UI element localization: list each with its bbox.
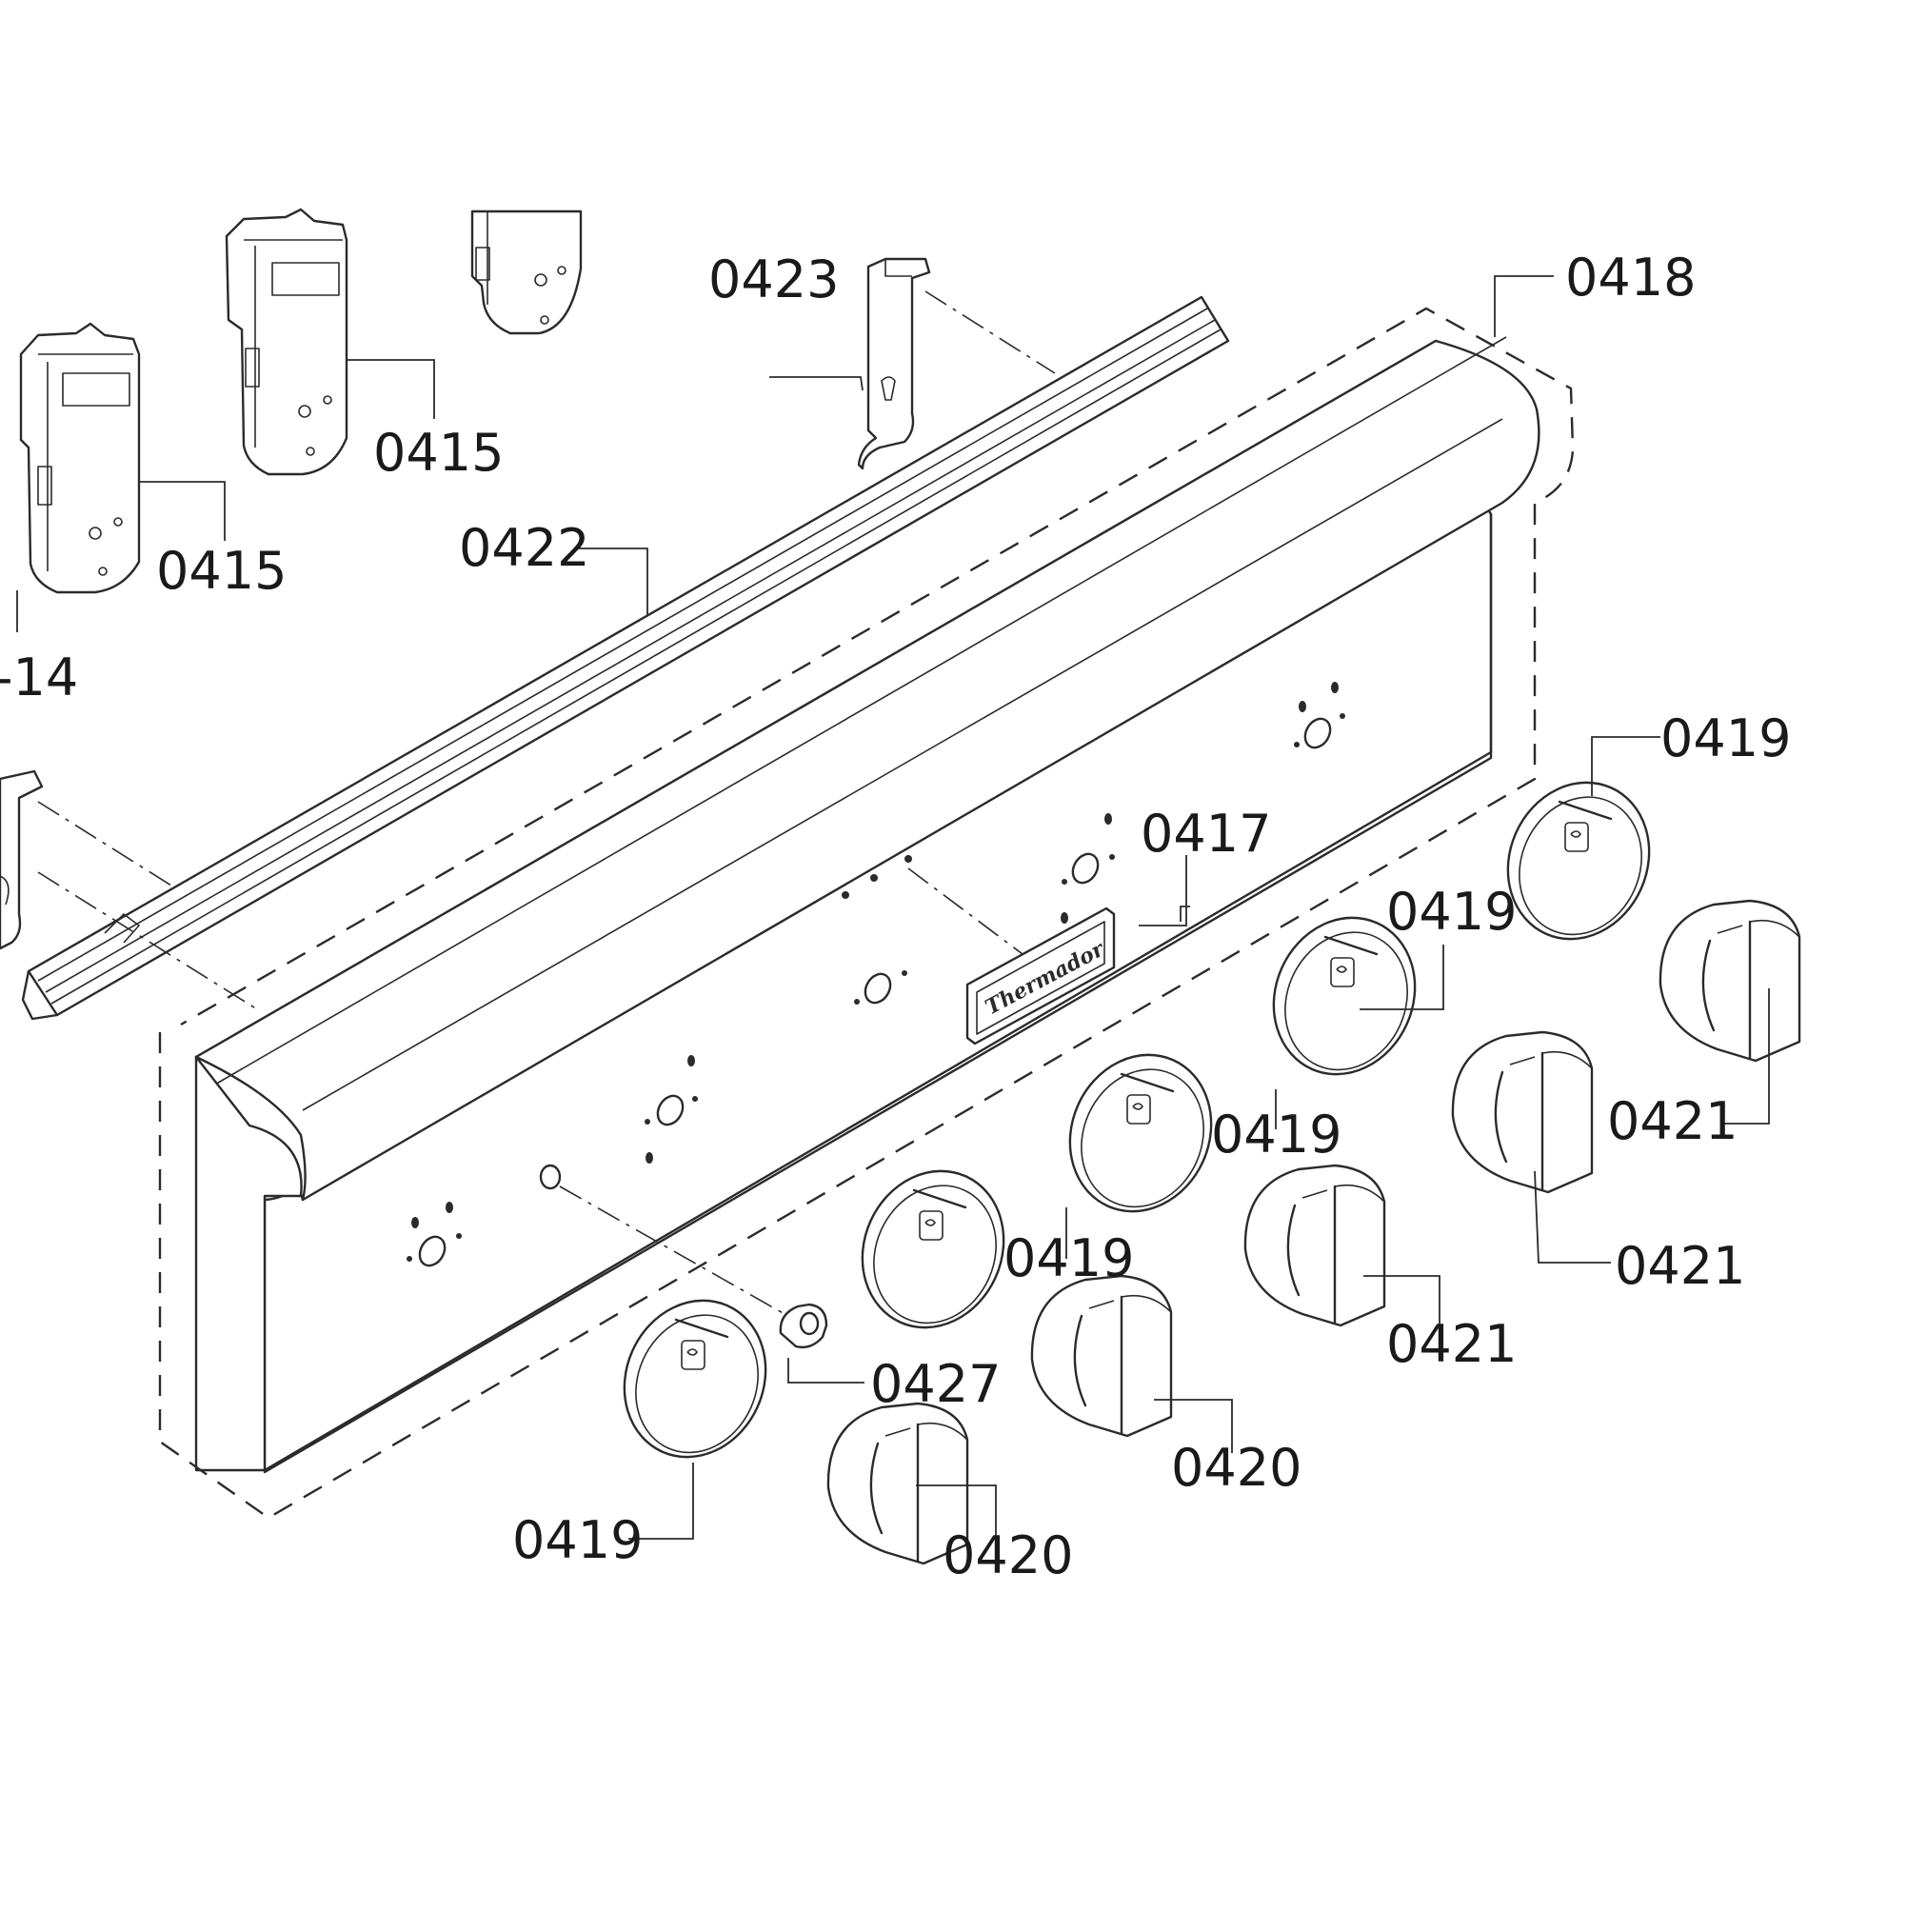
callout-0421-lower-right: 0421 bbox=[1615, 1236, 1745, 1296]
callout-0420-right: 0420 bbox=[1171, 1438, 1301, 1498]
callout-0427: 0427 bbox=[870, 1354, 1001, 1414]
control-knob-3 bbox=[1243, 1164, 1386, 1327]
assembly-line-logo bbox=[907, 867, 1031, 961]
knob-hole-2 bbox=[645, 1055, 698, 1164]
leader-lines bbox=[16, 275, 1770, 1540]
electronic-module-left bbox=[19, 322, 141, 594]
assembly-line-left bbox=[37, 801, 172, 886]
knob-hole-1 bbox=[407, 1202, 462, 1267]
callout-0421-right: 0421 bbox=[1607, 1091, 1738, 1151]
assembly-line-bracket bbox=[924, 290, 1056, 374]
callout-0419-left-center: 0419 bbox=[1003, 1228, 1134, 1288]
knob-hole-5 bbox=[1294, 682, 1345, 749]
control-knob-4 bbox=[1030, 1274, 1173, 1438]
callout-0419-top-right: 0419 bbox=[1660, 708, 1791, 768]
callout-0421-mid: 0421 bbox=[1386, 1314, 1517, 1374]
bezel-rings bbox=[623, 781, 1651, 1459]
bezel-ring-2 bbox=[1272, 916, 1417, 1076]
electronic-module-top bbox=[470, 209, 583, 335]
callout-0418: 0418 bbox=[1565, 248, 1696, 308]
callout-0423: 0423 bbox=[708, 249, 839, 309]
callout-0419-center: 0419 bbox=[1211, 1105, 1341, 1165]
electronic-module-middle bbox=[225, 208, 348, 476]
bezel-ring-3 bbox=[1068, 1053, 1213, 1213]
bezel-ring-5 bbox=[623, 1299, 767, 1459]
callout-0420-bottom: 0420 bbox=[943, 1525, 1073, 1585]
bracket-0423 bbox=[857, 257, 931, 470]
callout-0414: -14 bbox=[0, 647, 78, 707]
bezel-ring-1 bbox=[1506, 781, 1651, 941]
callout-labels: 0423 0418 0415 0415 0422 -14 0419 0419 0… bbox=[0, 248, 1791, 1585]
bezel-ring-4 bbox=[861, 1169, 1005, 1329]
callout-0417: 0417 bbox=[1141, 804, 1271, 864]
control-knob-1 bbox=[1659, 899, 1801, 1063]
callout-0422: 0422 bbox=[459, 518, 589, 578]
control-knobs bbox=[826, 899, 1801, 1565]
knob-hole-3 bbox=[854, 970, 907, 1005]
callout-0415-upper: 0415 bbox=[373, 423, 504, 483]
trim-strip-0422 bbox=[21, 295, 1230, 1021]
small-knob-0427 bbox=[779, 1303, 828, 1349]
knob-hole-4 bbox=[1061, 813, 1115, 924]
assembly-outline bbox=[158, 307, 1575, 1520]
bracket-left bbox=[0, 769, 44, 950]
callout-0419-mid: 0419 bbox=[1386, 882, 1517, 942]
control-knob-5 bbox=[826, 1402, 969, 1565]
control-knob-2 bbox=[1451, 1030, 1594, 1194]
control-panel-0418 bbox=[194, 336, 1540, 1474]
callout-0419-bottom-left: 0419 bbox=[512, 1510, 643, 1570]
callout-0415-lower: 0415 bbox=[156, 541, 287, 601]
